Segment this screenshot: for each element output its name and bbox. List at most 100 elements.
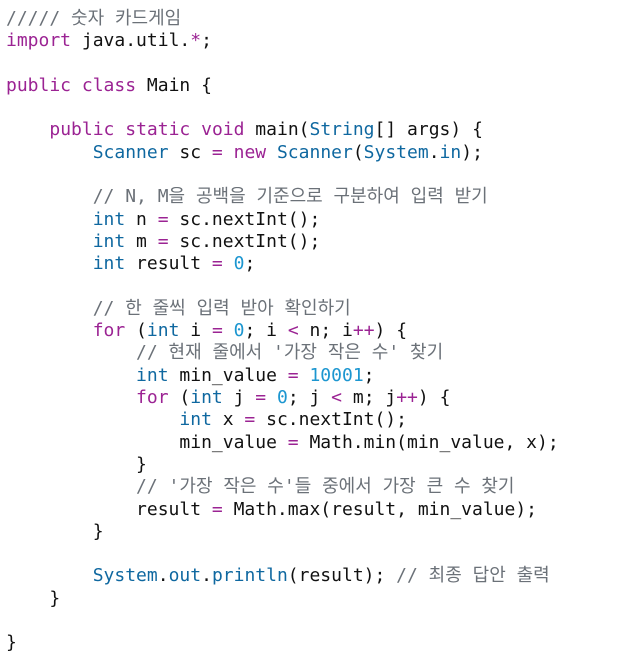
code-token-plain: }	[6, 520, 104, 542]
code-token-plain: (result);	[287, 565, 397, 587]
code-token-plain: );	[461, 141, 483, 163]
code-token-plain: .	[157, 565, 169, 587]
code-token-plain: (	[168, 387, 191, 409]
code-line: // 한 줄씩 입력 받아 확인하기	[6, 298, 559, 320]
code-token-plain	[114, 119, 125, 140]
code-token-type: Scanner	[92, 141, 169, 163]
code-line	[6, 610, 559, 632]
code-line: }	[6, 454, 559, 476]
code-line: int m = sc.nextInt();	[6, 231, 559, 253]
code-line: // N, M을 공백을 기준으로 구분하여 입력 받기	[6, 186, 559, 208]
code-line: // 현재 줄에서 '가장 작은 수' 찾기	[6, 342, 559, 364]
code-token-keyword: <	[287, 320, 299, 342]
code-token-plain	[266, 387, 277, 408]
code-token-plain	[6, 253, 93, 274]
code-token-plain: ; i	[244, 320, 288, 342]
code-token-comment: // '가장 작은 수'들 중에서 가장 큰 수 찾기	[136, 476, 515, 498]
code-token-plain: Math.min(min_value, x);	[298, 431, 559, 453]
code-token-plain	[223, 253, 234, 274]
code-token-plain	[6, 365, 136, 386]
code-line: min_value = Math.min(min_value, x);	[6, 431, 559, 454]
code-token-plain: java.util.	[71, 30, 191, 52]
code-line: for (int j = 0; j < m; j++) {	[6, 387, 559, 409]
code-token-keyword: public	[49, 119, 115, 141]
code-token-keyword: <	[331, 387, 343, 409]
code-token-keyword: ++	[396, 387, 418, 409]
code-token-comment: // 한 줄씩 입력 받아 확인하기	[92, 297, 351, 319]
code-token-plain: }	[6, 453, 147, 475]
code-line: public static void main(String[] args) {	[6, 119, 559, 141]
code-line	[6, 276, 559, 298]
code-token-plain	[6, 119, 49, 140]
code-token-plain	[6, 298, 93, 319]
code-token-plain: .	[201, 565, 212, 587]
code-line: int x = sc.nextInt();	[6, 409, 559, 431]
code-line: ///// 숫자 카드게임	[6, 8, 559, 30]
code-token-plain	[190, 119, 201, 140]
code-token-keyword: ++	[352, 320, 375, 342]
code-token-keyword: class	[81, 74, 137, 96]
code-token-type: Scanner	[276, 141, 353, 163]
code-token-plain	[71, 75, 82, 96]
code-line	[6, 543, 559, 565]
code-line: for (int i = 0; i < n; i++) {	[6, 320, 559, 342]
code-line	[6, 53, 559, 75]
code-token-type: int	[92, 253, 126, 275]
code-token-keyword: =	[211, 498, 223, 520]
code-token-type: out	[168, 565, 202, 587]
code-line: // '가장 작은 수'들 중에서 가장 큰 수 찾기	[6, 476, 559, 498]
code-token-type: System	[363, 141, 429, 163]
code-token-plain: m	[125, 230, 158, 252]
code-token-comment: // 최종 답안 출력	[396, 565, 550, 587]
code-token-number: 0	[233, 320, 245, 342]
code-token-plain: m; j	[342, 387, 397, 409]
code-token-plain	[6, 231, 93, 252]
code-line: int result = 0;	[6, 253, 559, 275]
code-token-keyword: =	[211, 253, 223, 275]
code-token-type: int	[92, 230, 126, 252]
code-token-keyword: public	[6, 74, 72, 96]
code-line: }	[6, 588, 559, 610]
code-token-plain	[223, 142, 234, 163]
code-token-plain: (	[125, 320, 147, 342]
code-line	[6, 97, 559, 119]
code-token-number: 0	[276, 387, 288, 409]
code-token-type: int	[190, 387, 223, 409]
code-token-plain: (	[352, 141, 364, 163]
code-token-plain: Math.max(result, min_value);	[222, 498, 538, 520]
code-token-keyword: void	[201, 119, 245, 141]
code-token-keyword: import	[6, 30, 72, 52]
code-token-plain	[6, 142, 93, 163]
code-token-plain: min_value	[168, 364, 288, 386]
code-token-plain	[299, 365, 310, 386]
code-token-type: System	[92, 565, 158, 587]
code-line: public class Main {	[6, 75, 559, 97]
code-token-plain: i	[179, 320, 212, 342]
code-token-plain: Main {	[136, 74, 212, 96]
code-token-type: in	[439, 141, 462, 163]
code-token-type: println	[211, 565, 288, 587]
code-token-plain: sc.nextInt();	[168, 208, 321, 230]
code-token-plain	[6, 320, 93, 341]
code-token-plain: main(	[244, 119, 310, 141]
code-token-type: int	[146, 320, 180, 342]
code-token-plain: }	[6, 587, 61, 609]
code-line: }	[6, 521, 559, 543]
code-token-number: 10001	[309, 364, 364, 386]
code-token-keyword: static	[125, 119, 191, 141]
code-token-plain	[6, 342, 136, 363]
code-line: Scanner sc = new Scanner(System.in);	[6, 142, 559, 164]
code-token-keyword: *	[190, 30, 202, 52]
code-token-plain: min_value	[6, 431, 288, 453]
code-token-type: int	[92, 208, 126, 230]
code-token-plain	[223, 320, 234, 341]
code-token-keyword: =	[287, 431, 299, 453]
code-token-comment: // N, M을 공백을 기준으로 구분하여 입력 받기	[92, 186, 488, 208]
code-token-plain: result	[6, 498, 212, 520]
code-token-plain: ) {	[374, 320, 408, 342]
code-token-plain: sc	[168, 141, 212, 163]
code-token-keyword: for	[136, 387, 169, 409]
code-token-plain	[6, 565, 93, 586]
code-token-plain: [] args) {	[374, 119, 483, 141]
